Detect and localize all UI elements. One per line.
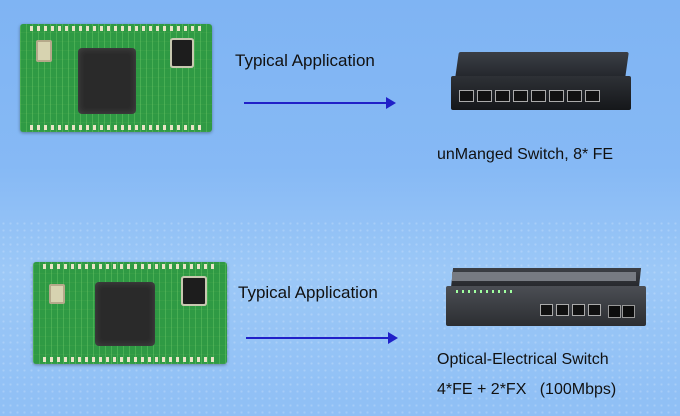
fiber-port — [622, 305, 635, 318]
device-caption-2-line2: 4*FE + 2*FX (100Mbps) — [437, 381, 617, 398]
unmanaged-switch-image — [447, 52, 637, 114]
fiber-port — [608, 305, 621, 318]
transformer-chip — [183, 278, 205, 304]
main-chip — [95, 282, 155, 346]
pcb-pads — [30, 26, 202, 31]
typical-application-label-1: Typical Application — [235, 51, 375, 70]
transformer-chip — [172, 40, 192, 66]
ethernet-ports — [459, 90, 600, 102]
ethernet-ports — [540, 304, 601, 316]
pcb-pads — [43, 357, 217, 362]
status-leds — [456, 290, 516, 293]
arrow-right-icon — [244, 97, 396, 109]
crystal-oscillator — [36, 40, 52, 62]
device-caption-2-line1: Optical-Electrical Switch — [437, 351, 609, 368]
pcb-pads — [43, 264, 217, 269]
pcb-pads — [30, 125, 202, 130]
main-chip — [78, 48, 136, 114]
device-caption-1: unManged Switch, 8* FE — [437, 146, 614, 163]
arrow-right-icon — [246, 332, 398, 344]
module-board-2 — [33, 262, 227, 364]
optical-electrical-switch-image — [444, 268, 648, 328]
typical-application-label-2: Typical Application — [238, 283, 378, 302]
module-board-1 — [20, 24, 212, 132]
crystal-oscillator — [49, 284, 65, 304]
